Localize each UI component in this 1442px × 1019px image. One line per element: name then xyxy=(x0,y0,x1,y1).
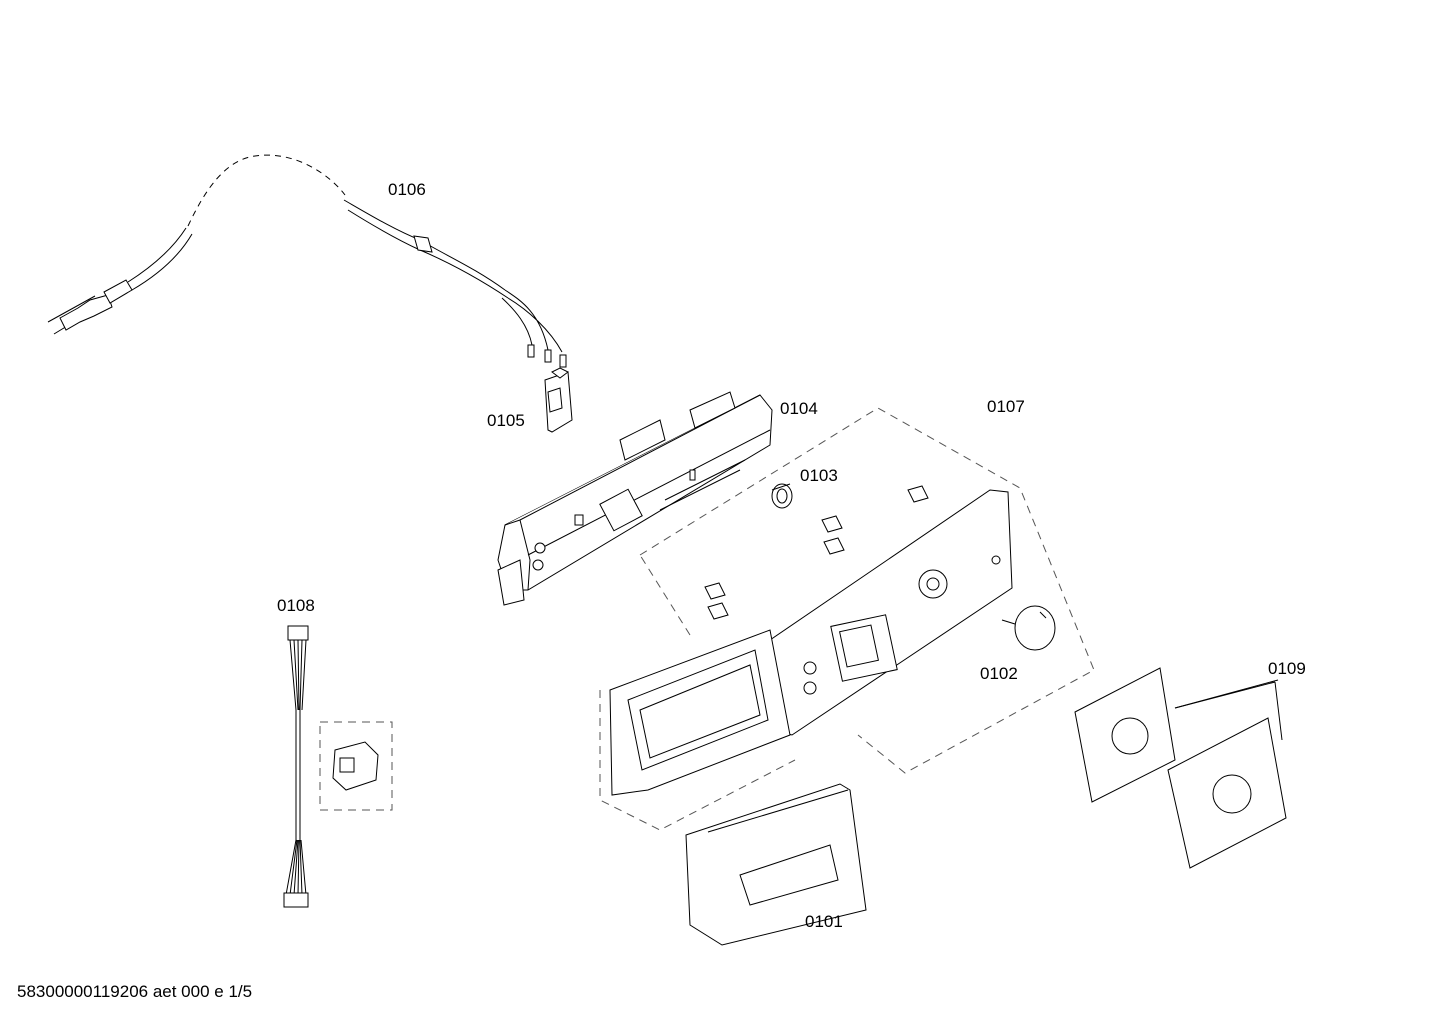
label-0109: 0109 xyxy=(1268,659,1306,678)
label-0107: 0107 xyxy=(987,397,1025,416)
control-module-0104 xyxy=(497,391,773,606)
label-0108: 0108 xyxy=(277,596,315,615)
plates-0109 xyxy=(1074,667,1287,869)
drawer-handle-0101 xyxy=(685,783,867,946)
power-cord-0106 xyxy=(47,154,567,368)
label-0104: 0104 xyxy=(780,399,818,418)
label-0105: 0105 xyxy=(487,411,525,430)
knob-0102 xyxy=(1001,605,1056,651)
control-panel-0107 xyxy=(609,489,1013,796)
leader-lines xyxy=(1174,679,1279,709)
part-0103 xyxy=(771,483,793,509)
group-outline-0107 xyxy=(599,407,1095,831)
guide-pins xyxy=(704,485,929,620)
label-0103: 0103 xyxy=(800,466,838,485)
label-0101: 0101 xyxy=(805,912,843,931)
connector-detail xyxy=(319,721,393,811)
part-0105 xyxy=(544,367,573,433)
cable-harness-0108 xyxy=(283,625,309,908)
label-0102: 0102 xyxy=(980,664,1018,683)
label-0106: 0106 xyxy=(388,180,426,199)
document-id: 58300000119206 aet 000 e 1/5 xyxy=(17,982,253,1001)
